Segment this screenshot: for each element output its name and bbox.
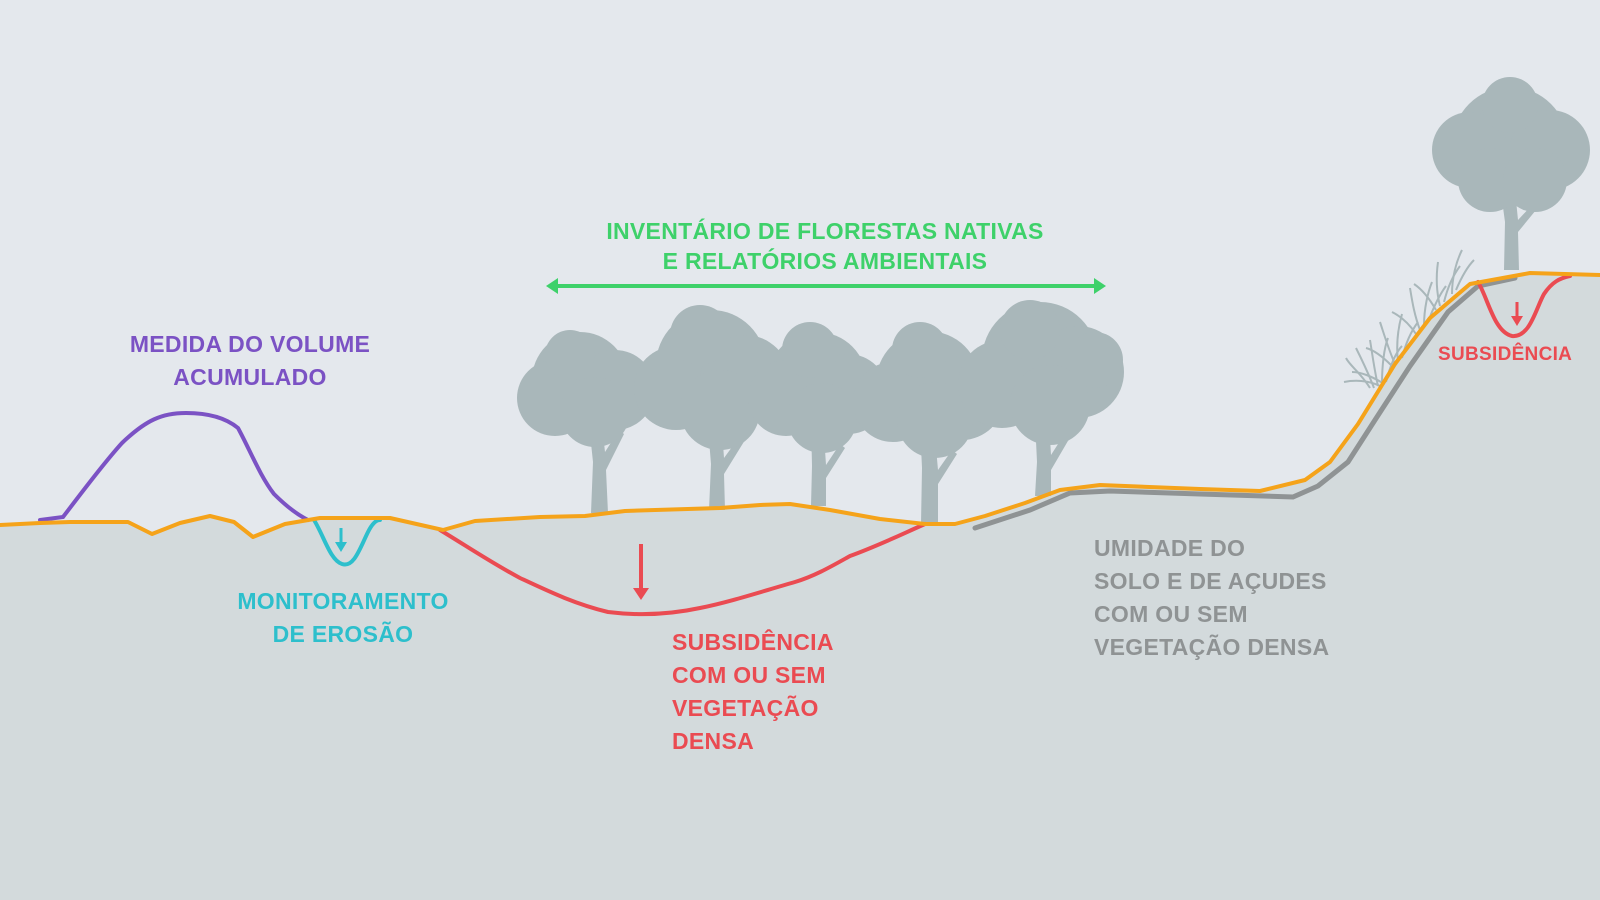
label-line: VEGETAÇÃO xyxy=(672,695,819,721)
label-line: DENSA xyxy=(672,728,755,754)
ground-surface-line xyxy=(0,271,1600,539)
label-line: DE EROSÃO xyxy=(272,621,414,647)
accumulated-volume-label: MEDIDA DO VOLUME ACUMULADO xyxy=(110,328,390,394)
label-line: COM OU SEM xyxy=(672,662,826,688)
hill-subsidence-label: SUBSIDÊNCIA xyxy=(1438,343,1572,367)
forest-inventory-label: INVENTÁRIO DE FLORESTAS NATIVAS E RELATÓ… xyxy=(570,216,1080,276)
ground xyxy=(0,273,1600,900)
label-line: ACUMULADO xyxy=(173,364,327,390)
label-line: VEGETAÇÃO DENSA xyxy=(1094,634,1330,660)
label-line: UMIDADE DO xyxy=(1094,535,1246,561)
soil-moisture-label: UMIDADE DO SOLO E DE AÇUDES COM OU SEM V… xyxy=(1094,532,1329,664)
label-line: SUBSIDÊNCIA xyxy=(672,629,834,655)
tree-icon xyxy=(1432,77,1590,270)
subsidence-hill-line xyxy=(1476,274,1572,338)
label-line: COM OU SEM xyxy=(1094,601,1248,627)
tree-icon xyxy=(517,330,655,513)
down-arrow-icon xyxy=(335,528,347,552)
label-line: MONITORAMENTO xyxy=(237,588,449,614)
label-line: MEDIDA DO VOLUME xyxy=(129,331,371,357)
soil-moisture-line xyxy=(972,275,1518,531)
label-line: SUBSIDÊNCIA xyxy=(1438,344,1573,365)
down-arrow-icon xyxy=(1511,302,1523,326)
subsidence-valley-line xyxy=(438,522,927,617)
tree-icon xyxy=(958,300,1124,496)
erosion-monitoring-label: MONITORAMENTO DE EROSÃO xyxy=(218,585,468,651)
tree-icon xyxy=(748,322,888,506)
double-arrow-icon xyxy=(546,278,1106,294)
label-line: E RELATÓRIOS AMBIENTAIS xyxy=(662,248,988,274)
label-line: SOLO E DE AÇUDES xyxy=(1094,568,1327,594)
forest-trees xyxy=(517,300,1124,524)
erosion-monitoring-line xyxy=(312,518,382,567)
label-line: INVENTÁRIO DE FLORESTAS NATIVAS xyxy=(606,218,1044,244)
tree-icon xyxy=(634,305,790,510)
valley-subsidence-label: SUBSIDÊNCIA COM OU SEM VEGETAÇÃO DENSA xyxy=(672,626,834,758)
down-arrow-icon xyxy=(633,544,649,600)
accumulated-volume-line xyxy=(38,410,310,522)
